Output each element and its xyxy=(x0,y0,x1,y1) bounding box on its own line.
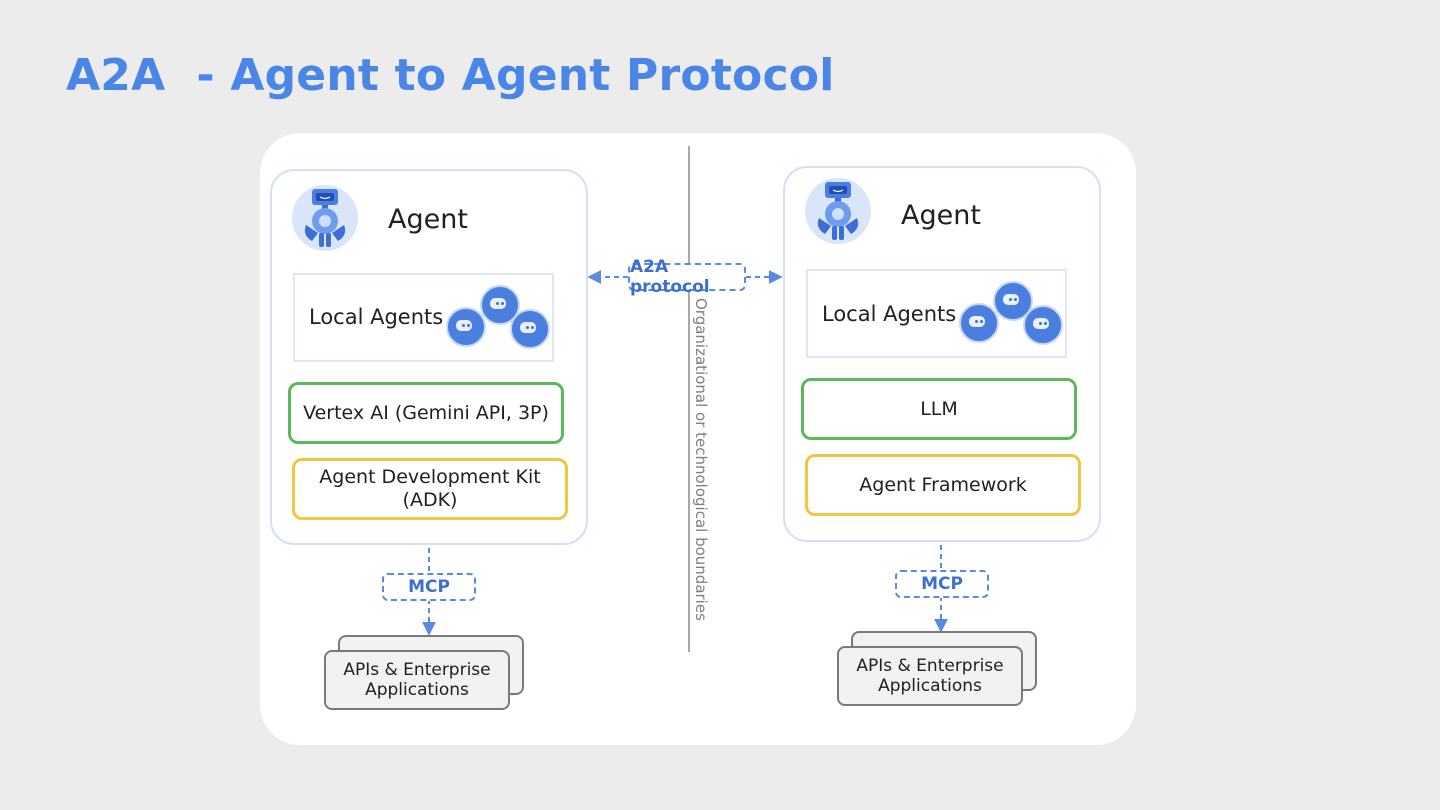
right-model-box: LLM xyxy=(801,378,1077,440)
left-apis-box: APIs & Enterprise Applications xyxy=(324,650,510,710)
page-title: A2A - Agent to Agent Protocol xyxy=(66,50,835,101)
bot-icon xyxy=(446,307,486,347)
left-framework-box: Agent Development Kit (ADK) xyxy=(292,458,568,520)
boundary-label: Organizational or technological boundari… xyxy=(692,298,710,621)
right-mcp-label: MCP xyxy=(895,570,989,598)
bot-icon xyxy=(480,285,520,325)
bot-icon xyxy=(959,303,999,343)
right-apis-box: APIs & Enterprise Applications xyxy=(837,646,1023,706)
robot-icon xyxy=(805,178,871,244)
robot-icon xyxy=(292,185,358,251)
left-agent-title: Agent xyxy=(388,204,468,235)
left-model-box: Vertex AI (Gemini API, 3P) xyxy=(288,382,564,444)
bot-icon xyxy=(1023,305,1063,345)
left-mcp-label: MCP xyxy=(382,573,476,601)
right-agent-title: Agent xyxy=(901,200,981,231)
right-framework-box: Agent Framework xyxy=(805,454,1081,516)
right-local-agents-label: Local Agents xyxy=(822,302,957,326)
left-local-agents-label: Local Agents xyxy=(309,305,444,329)
bot-icon xyxy=(510,309,550,349)
a2a-protocol-label: A2A protocol xyxy=(628,257,746,297)
